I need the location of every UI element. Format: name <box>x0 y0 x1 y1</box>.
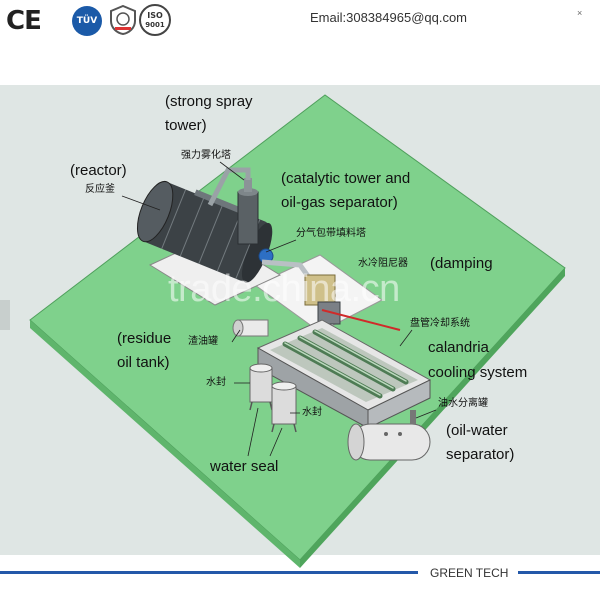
label-damping-en: (damping <box>430 255 493 273</box>
label-strong-spray-tower-cn: 强力雾化塔 <box>181 150 231 162</box>
label-water-seal-en: water seal <box>210 458 278 476</box>
label-catalytic-tower-en-2: oil-gas separator) <box>281 194 398 212</box>
left-margin-strip <box>0 300 10 330</box>
label-strong-spray-tower-en-2: tower) <box>165 117 207 135</box>
label-coil-cooling-cn: 盘管冷却系统 <box>410 318 470 330</box>
label-strong-spray-tower-en-1: (strong spray <box>165 93 253 111</box>
label-reactor-en: (reactor) <box>70 162 127 180</box>
footer-rule-left <box>0 571 418 574</box>
residue-oil-tank <box>233 320 268 336</box>
label-catalytic-tower-en-1: (catalytic tower and <box>281 170 410 188</box>
brand-name: GREEN TECH <box>430 566 508 580</box>
label-calandria-en-1: calandria <box>428 339 489 357</box>
label-oil-water-sep-cn: 油水分离罐 <box>438 398 488 410</box>
label-oil-water-sep-en-1: (oil-water <box>446 422 508 440</box>
watermark: trade.china.cn <box>168 268 400 311</box>
label-calandria-en-2: cooling system <box>428 364 527 382</box>
label-water-seal-cn-2: 水封 <box>302 407 322 419</box>
label-residue-tank-en-1: (residue <box>117 330 171 348</box>
label-residue-tank-cn: 渣油罐 <box>188 336 218 348</box>
label-water-seal-cn-1: 水封 <box>206 377 226 389</box>
water-seal-tank-2 <box>272 382 296 432</box>
label-oil-water-sep-en-2: separator) <box>446 446 514 464</box>
label-reactor-cn: 反应釜 <box>85 184 115 196</box>
label-catalytic-tower-cn: 分气包带填料塔 <box>296 228 366 240</box>
footer-rule-right <box>518 571 600 574</box>
label-residue-tank-en-2: oil tank) <box>117 354 170 372</box>
